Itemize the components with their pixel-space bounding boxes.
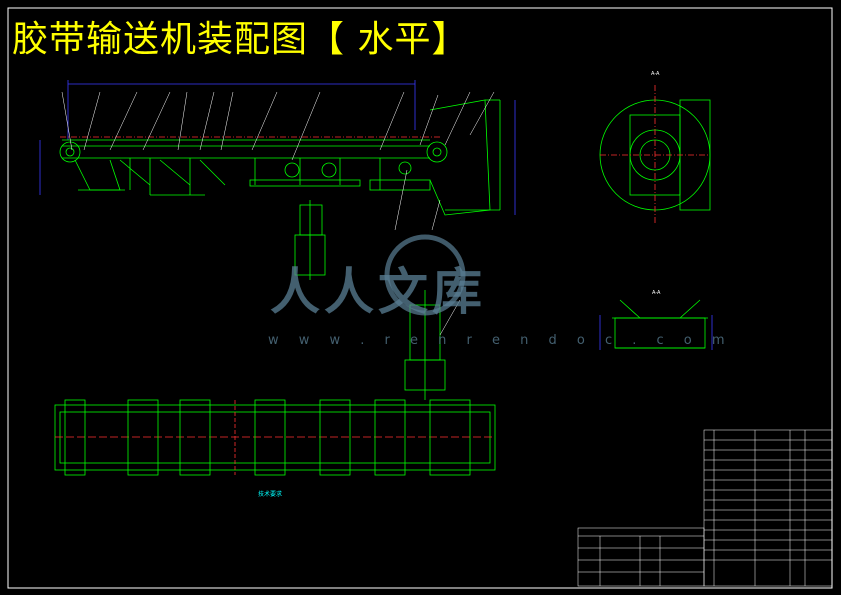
parts-list-table — [703, 429, 833, 587]
end-view — [599, 85, 711, 225]
drawing-title: 胶带输送机装配图【 水平】 — [12, 19, 469, 60]
plan-view — [54, 399, 496, 476]
part-leaders — [61, 91, 495, 336]
drawing-frame — [7, 7, 833, 589]
section-label-top: A-A — [651, 71, 660, 77]
watermark-url: w w w . r e n r e n d o c . c o m — [268, 333, 733, 348]
watermark-ring — [384, 234, 466, 316]
watermark-text: 人人文库 — [270, 262, 486, 321]
trough-section — [599, 299, 713, 350]
section-label-a: A-A — [652, 290, 661, 296]
spec-table — [577, 527, 705, 587]
technical-notes-title: 技术要求 — [258, 491, 283, 498]
side-view — [39, 80, 516, 400]
